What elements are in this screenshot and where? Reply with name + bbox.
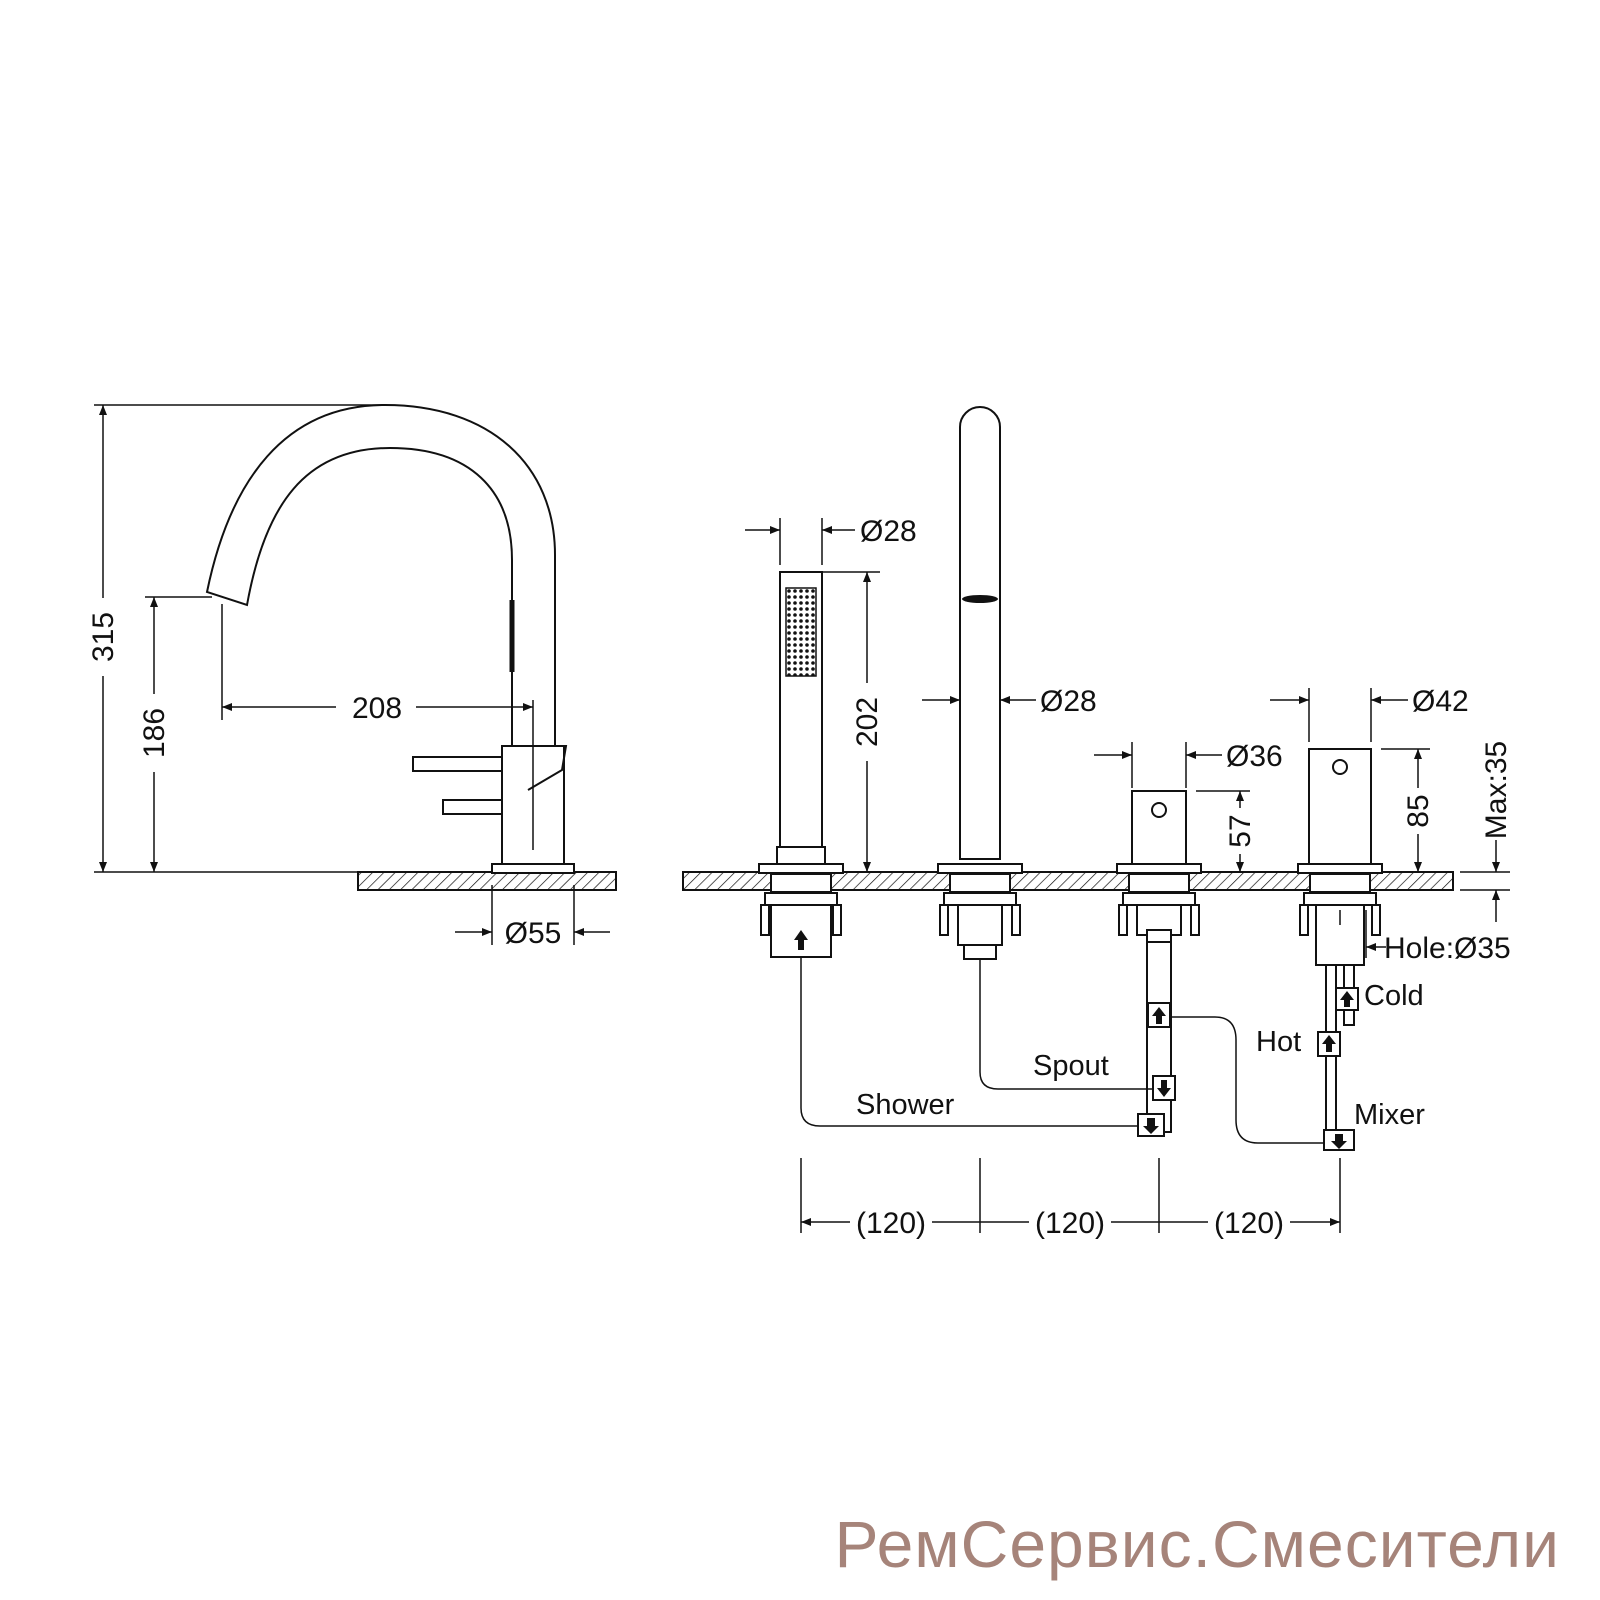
shower-outlet-arrow-icon	[1143, 1118, 1159, 1134]
under-deck-fittings	[758, 863, 1383, 1138]
hoses	[800, 957, 1326, 1144]
dim-mixer-height: 85	[1402, 794, 1435, 827]
label-cold: Cold	[1364, 980, 1424, 1012]
hot-inlet-arrow-icon	[1322, 1035, 1336, 1052]
dim-spacing-3: (120)	[1214, 1207, 1284, 1240]
dim-base-diameter: Ø55	[505, 917, 562, 950]
deck-left	[357, 871, 617, 891]
spout-column	[959, 406, 1001, 860]
hand-shower	[776, 571, 826, 865]
mixer-body	[1308, 748, 1372, 865]
dim-reach: 208	[352, 692, 402, 725]
mixer-knob-icon	[1332, 759, 1348, 775]
dim-diverter-diameter: Ø36	[1226, 740, 1283, 773]
dim-spout-height: 186	[138, 708, 171, 758]
diverter-body	[1131, 790, 1187, 865]
side-lever-lower	[442, 799, 503, 815]
side-collar	[502, 745, 568, 791]
watermark-text: РемСервис.Смесители	[834, 1507, 1560, 1581]
dim-deck-thickness: Max:35	[1480, 741, 1513, 839]
dim-spacing-2: (120)	[1035, 1207, 1105, 1240]
shower-inlet-arrow-icon	[794, 930, 808, 950]
spout-aerator	[962, 595, 998, 603]
label-hot: Hot	[1256, 1026, 1301, 1058]
side-base	[491, 863, 575, 874]
deck-right	[682, 871, 1454, 891]
side-spout	[205, 403, 556, 746]
diverter-knob-icon	[1151, 802, 1167, 818]
dim-diverter-height: 57	[1224, 814, 1257, 847]
label-mixer: Mixer	[1354, 1099, 1425, 1131]
front-view: Cold Hot Mixer Spout Shower Ø28 202 Ø28 …	[682, 406, 1513, 1240]
side-view: 315 186 208 Ø55	[87, 403, 617, 950]
diverter-inlet-arrow-icon	[1152, 1007, 1166, 1024]
dim-shower-diameter: Ø28	[860, 515, 917, 548]
shower-spray-face	[785, 587, 817, 677]
label-spout: Spout	[1033, 1050, 1109, 1082]
mixer-outlet-arrow-icon	[1331, 1134, 1347, 1149]
cold-inlet-arrow-icon	[1340, 991, 1354, 1007]
dim-height-total: 315	[87, 612, 120, 662]
dim-hole-diameter: Hole:Ø35	[1384, 932, 1511, 965]
dim-mixer-diameter: Ø42	[1412, 685, 1469, 718]
dim-shower-height: 202	[851, 697, 884, 747]
connection-markers	[1137, 987, 1359, 1151]
dim-spout-diameter: Ø28	[1040, 685, 1097, 718]
label-shower: Shower	[856, 1089, 955, 1121]
spout-outlet-arrow-icon	[1157, 1080, 1171, 1097]
dim-spacing-1: (120)	[856, 1207, 926, 1240]
side-lever-upper	[412, 756, 503, 772]
